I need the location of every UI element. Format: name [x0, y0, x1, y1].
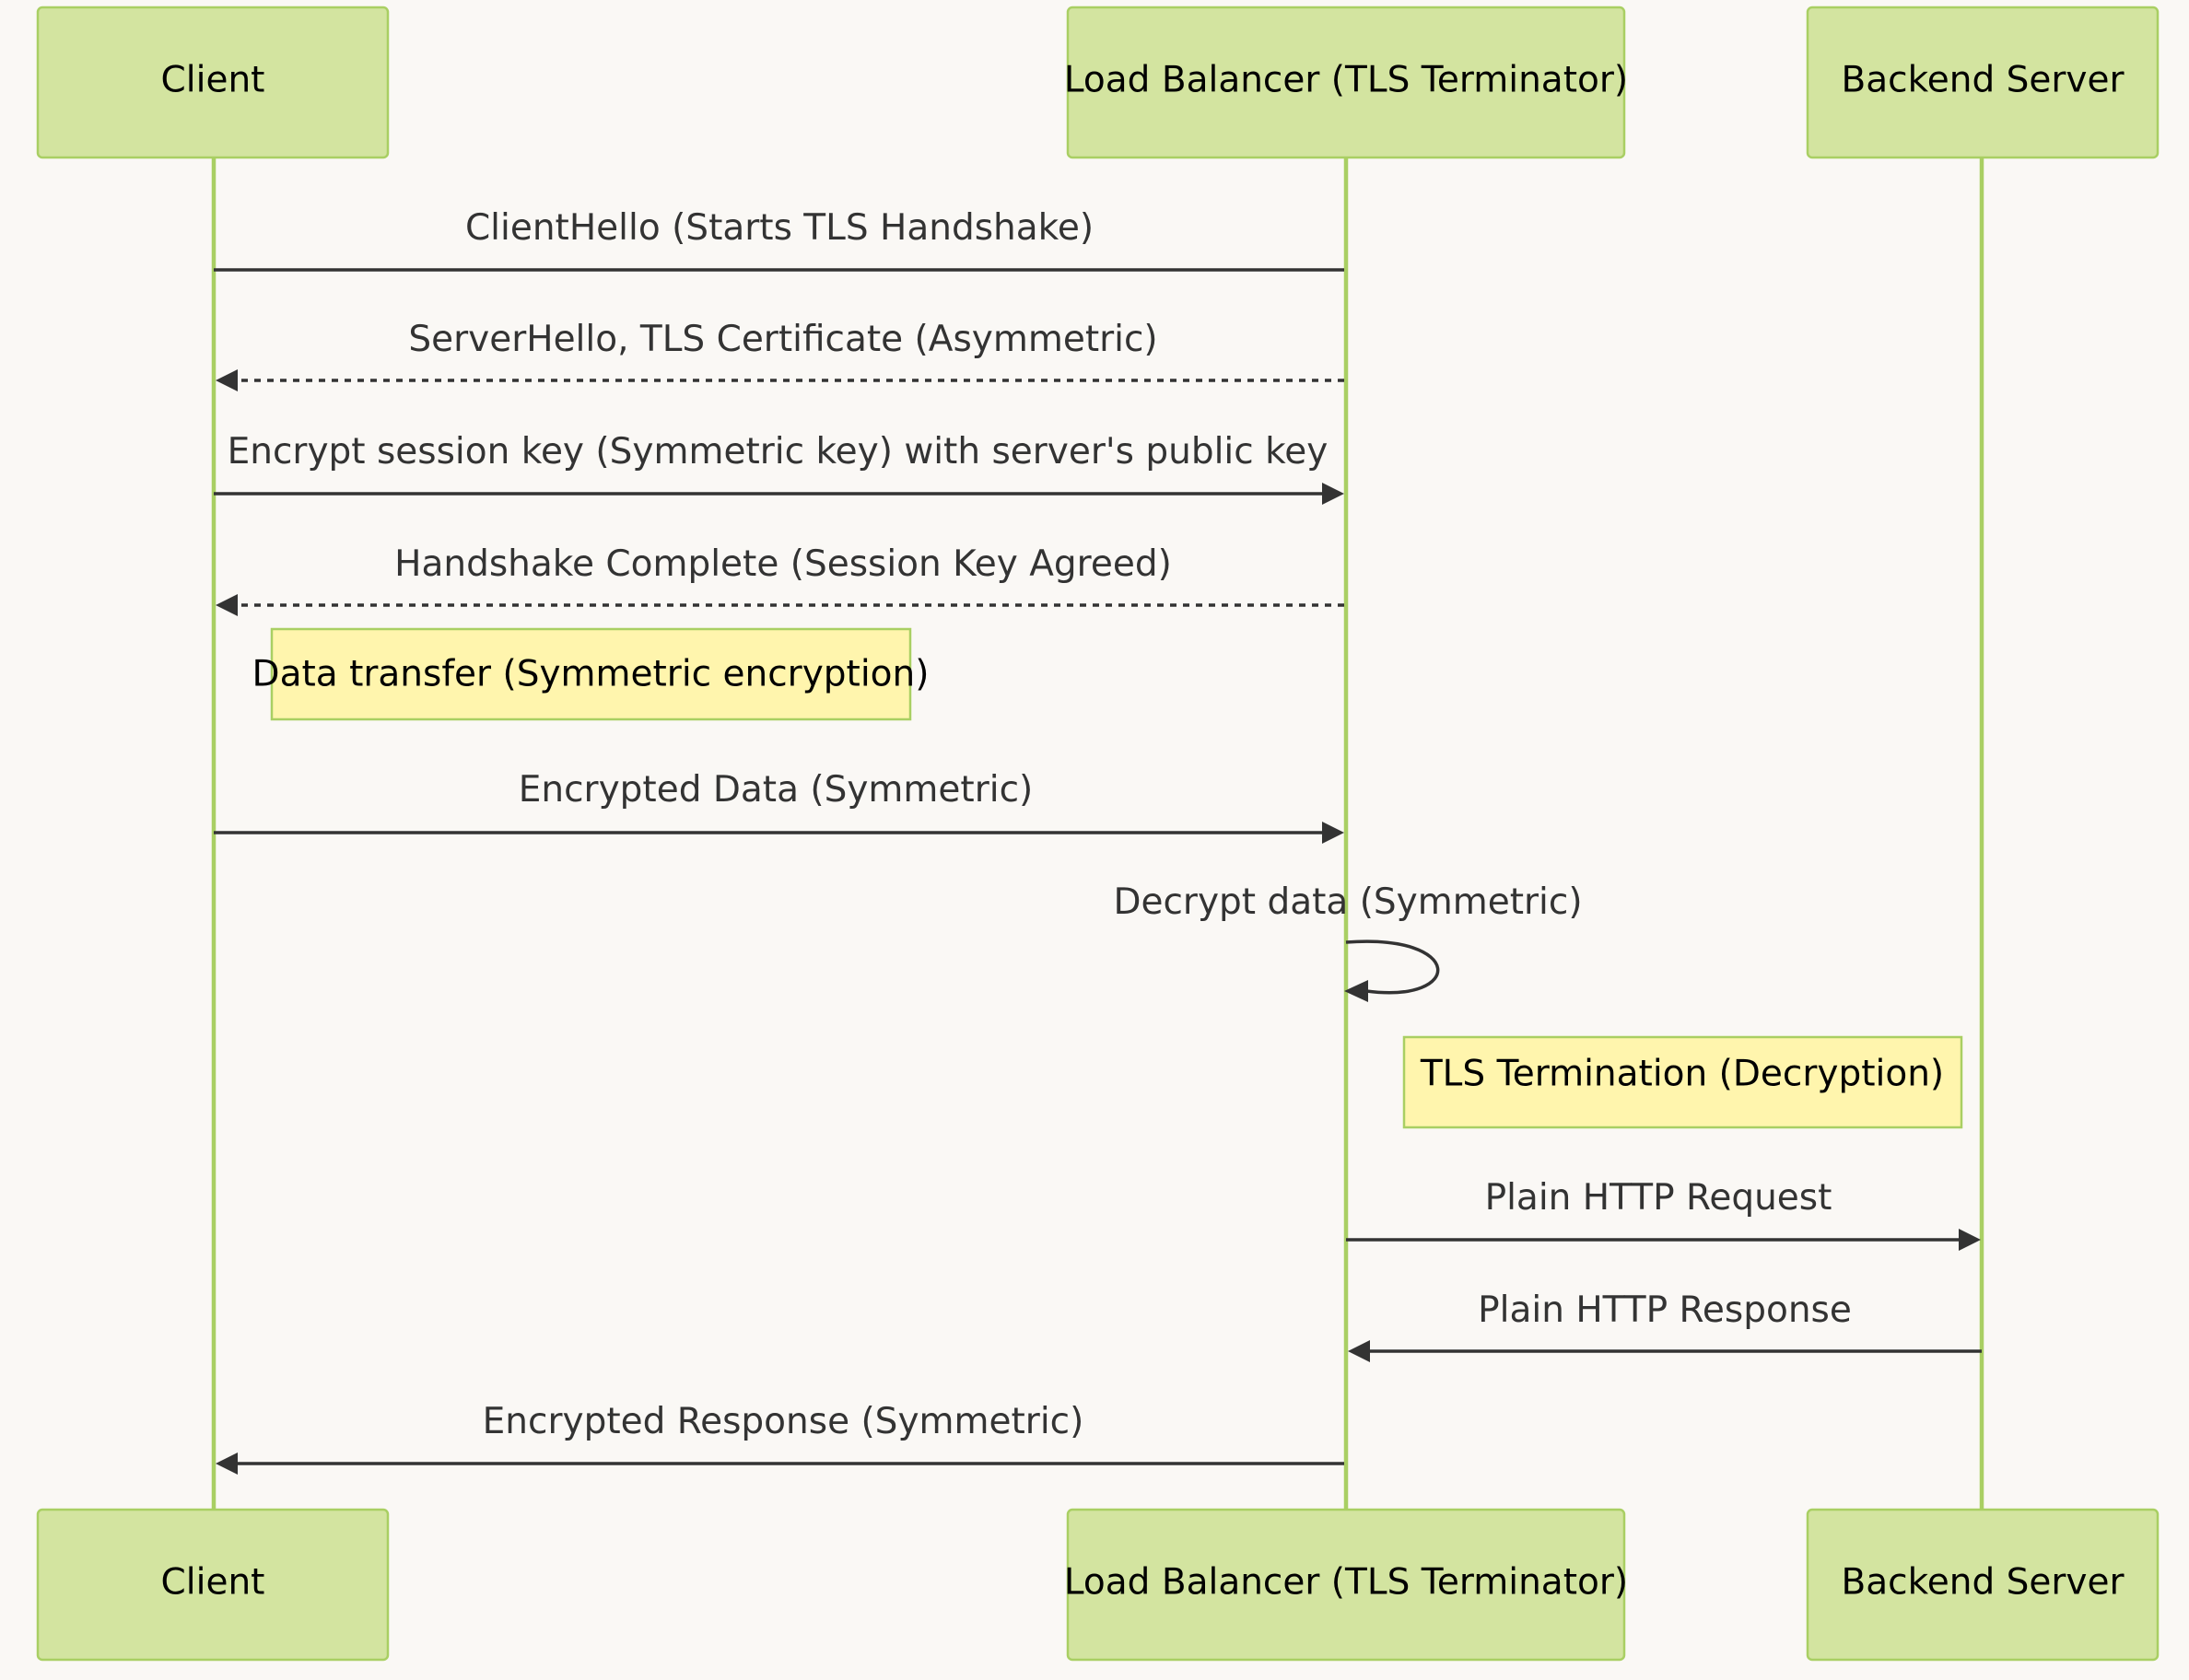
message-handshake-complete: Handshake Complete (Session Key Agreed) — [216, 543, 1344, 616]
actor-label: Load Balancer (TLS Terminator) — [1064, 1562, 1628, 1604]
actor-backend-server-top: Backend Server — [1806, 6, 2160, 159]
arrowhead-left — [1348, 1340, 1370, 1362]
actor-load-balancer-top: Load Balancer (TLS Terminator) — [1064, 6, 1628, 159]
note-label: Data transfer (Symmetric encryption) — [252, 654, 930, 695]
arrowhead-left — [216, 594, 238, 616]
note-label: TLS Termination (Decryption) — [1420, 1054, 1944, 1095]
message-server-hello: ServerHello, TLS Certificate (Asymmetric… — [216, 319, 1344, 391]
actor-label: Load Balancer (TLS Terminator) — [1064, 60, 1628, 101]
message-encrypt-session-key: Encrypt session key (Symmetric key) with… — [214, 431, 1344, 505]
message-label: ServerHello, TLS Certificate (Asymmetric… — [408, 319, 1157, 360]
actor-label: Client — [161, 60, 265, 101]
message-encrypted-response: Encrypted Response (Symmetric) — [216, 1401, 1344, 1475]
actor-label: Client — [161, 1562, 265, 1604]
message-encrypted-data: Encrypted Data (Symmetric) — [214, 769, 1344, 844]
actor-label: Backend Server — [1841, 60, 2125, 101]
arrowhead-left — [216, 369, 238, 391]
message-label: Plain HTTP Request — [1485, 1177, 1832, 1219]
message-decrypt-data: Decrypt data (Symmetric) — [1113, 881, 1583, 1002]
actor-client-top: Client — [36, 6, 390, 159]
message-label: Decrypt data (Symmetric) — [1113, 881, 1582, 923]
message-label: Handshake Complete (Session Key Agreed) — [394, 543, 1172, 585]
actor-backend-server-bottom: Backend Server — [1806, 1508, 2160, 1662]
message-client-hello: ClientHello (Starts TLS Handshake) — [214, 207, 1344, 272]
arrowhead-right — [1322, 483, 1344, 505]
note-data-transfer: Data transfer (Symmetric encryption) — [252, 627, 930, 721]
self-message-loop — [1345, 939, 1440, 995]
message-label: ClientHello (Starts TLS Handshake) — [465, 207, 1094, 249]
arrowhead-right — [1959, 1229, 1981, 1251]
message-plain-http-response: Plain HTTP Response — [1348, 1289, 1982, 1362]
message-plain-http-request: Plain HTTP Request — [1346, 1177, 1981, 1251]
actor-client-bottom: Client — [36, 1508, 390, 1662]
message-label: Encrypted Data (Symmetric) — [519, 769, 1033, 811]
note-tls-termination: TLS Termination (Decryption) — [1402, 1035, 1963, 1129]
arrowhead-left — [1344, 980, 1368, 1002]
actor-label: Backend Server — [1841, 1562, 2125, 1604]
message-label: Encrypt session key (Symmetric key) with… — [228, 431, 1329, 472]
arrowhead-left — [216, 1452, 238, 1475]
message-label: Plain HTTP Response — [1478, 1289, 1852, 1331]
arrowhead-right — [1322, 822, 1344, 844]
message-label: Encrypted Response (Symmetric) — [483, 1401, 1084, 1442]
actor-load-balancer-bottom: Load Balancer (TLS Terminator) — [1064, 1508, 1628, 1662]
